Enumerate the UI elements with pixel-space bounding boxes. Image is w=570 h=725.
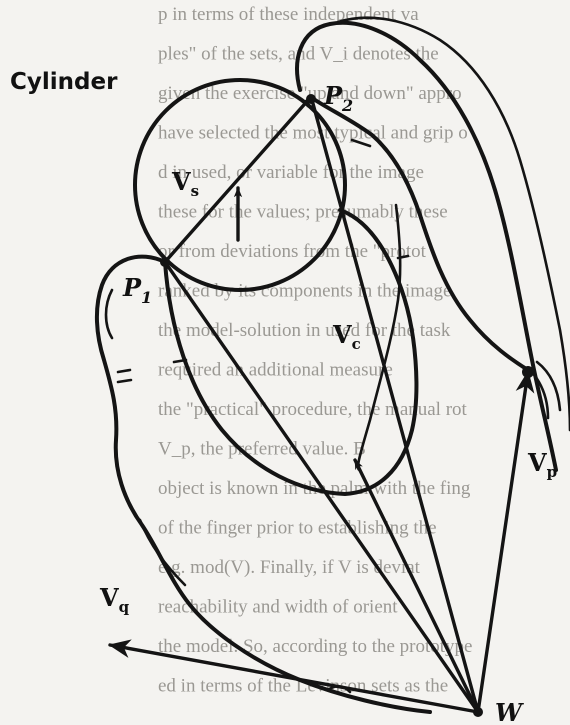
point-p1: [160, 257, 170, 267]
point-p2: [306, 94, 316, 104]
background-text-line: of the finger prior to establishing the: [158, 518, 437, 539]
label-cylinder: Cylinder: [10, 69, 118, 95]
label-p1: P1: [122, 273, 152, 307]
background-text-line: the model-solution in used for the task: [158, 320, 451, 341]
label-w: W: [495, 698, 524, 725]
vector-vp-arrow: [478, 372, 528, 712]
background-text-line: have selected the most typical and grip …: [158, 123, 468, 144]
thumb-crease: [118, 370, 131, 382]
background-text-line: p in terms of these independent va: [158, 4, 419, 25]
point-vp: [522, 366, 534, 378]
point-w: [473, 707, 483, 717]
background-text-line: V_p, the preferred value. B: [158, 439, 366, 460]
thumb-nail: [106, 290, 112, 338]
label-vq: Vq: [99, 583, 130, 616]
background-text-line: d in used, or variable for the image: [158, 162, 424, 183]
